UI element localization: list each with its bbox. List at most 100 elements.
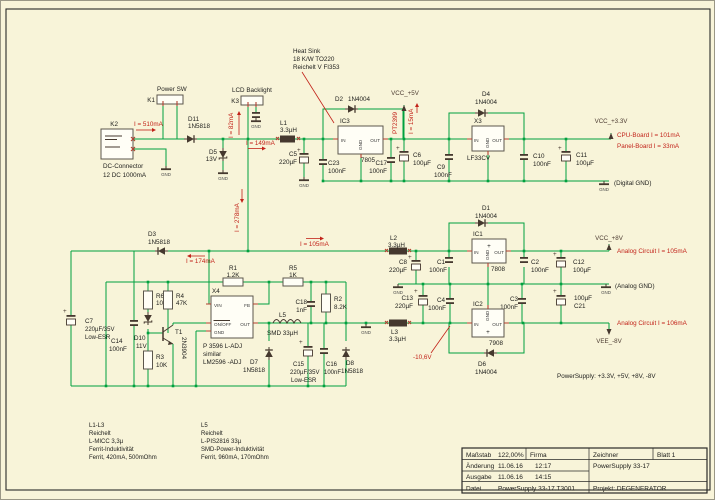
r6-ref: R6 [156, 293, 165, 300]
c17-ref: C17 [375, 160, 387, 167]
component-C10: C10 100nF [520, 153, 551, 168]
label-pt2399: PT2399 [392, 111, 399, 134]
supply-summary: PowerSupply: +3.3V, +5V, +8V, -8V [557, 373, 656, 380]
component-C5: + C5 220µF [279, 147, 309, 166]
component-C7: + C7 220µF/35V Low-ESR [63, 308, 114, 341]
component-IC1: IC1 + IN OUT GND 7808 [467, 231, 511, 273]
tb-projekt: Projekt: DEGENERATOR [593, 486, 667, 493]
note-b3: L-PIS2816 33µ [201, 439, 242, 445]
svg-text:+: + [553, 251, 557, 258]
c15-ref: C15 [293, 362, 305, 368]
component-R6: R6 10K [143, 290, 168, 310]
x3-pin-gnd: GND [485, 137, 490, 148]
ic1-value: 7808 [491, 266, 506, 273]
current-15: I = 15mA [408, 108, 415, 134]
t1-ref: T1 [175, 329, 183, 336]
svg-text:+: + [299, 339, 303, 346]
c16-ref: C16 [326, 362, 338, 368]
tb-firma-label: Firma [530, 452, 547, 459]
tb-datei-label: Datei [466, 486, 481, 493]
c7-ref: C7 [85, 318, 94, 325]
component-C17: C17 100nF [369, 157, 395, 175]
d6-value: 1N4004 [475, 369, 498, 376]
c18-value: 1nF [296, 307, 307, 314]
tb-aenderung-label: Änderung [466, 462, 495, 470]
component-R3: R3 10K [143, 350, 168, 370]
ic2-pin-gnd: GND [485, 310, 490, 321]
ic3-pin-in: IN [341, 138, 346, 143]
ic2-ref: IC2 [473, 301, 483, 308]
component-L3: L3 3.3µH [384, 319, 412, 343]
d2-value: 1N4004 [348, 96, 371, 103]
c4-ref: C4 [437, 297, 446, 304]
svg-text:+: + [297, 147, 301, 154]
component-R2: R2 8.2K [321, 293, 348, 313]
x3-ref: X3 [474, 118, 482, 125]
ic3-ref: IC3 [340, 118, 350, 125]
l3-value: 3.3µH [389, 336, 406, 343]
r3-ref: R3 [156, 354, 165, 361]
net-vcc33: VCC_+3.3V [595, 118, 629, 125]
ic3-pin-gnd: GND [358, 139, 363, 150]
svg-text:+: + [553, 288, 557, 295]
tb-aenderung-date: 11.06.16 [498, 463, 523, 470]
component-C9: C9 100nF [434, 154, 453, 179]
x4-pin-onoff: ON/OFF [214, 322, 232, 327]
component-K2: K2 I = 510mA DC-Connector 12 DC 1000mA [100, 121, 164, 179]
x4-value: P 3596 L-ADJ [203, 343, 242, 350]
c5-ref: C5 [289, 151, 298, 158]
c7-value: 220µF/35V [85, 327, 114, 333]
component-C13: + C13 220µF [395, 288, 428, 310]
component-C3: C3 100nF [500, 296, 526, 311]
svg-text:+: + [408, 254, 412, 261]
net-neg106: -10,6V [413, 354, 432, 361]
ic1-pin-in: IN [474, 250, 479, 255]
component-T1: T1 2N3904 [162, 323, 187, 360]
c21-value: 100µF [574, 295, 592, 302]
l5-value: SMD 33µH [267, 330, 298, 337]
current-105: I = 105mA [300, 241, 330, 248]
tb-project-name: PowerSupply 33-17 [593, 463, 650, 470]
component-C4: C4 100nF [428, 297, 454, 312]
t1-value: 2N3904 [180, 337, 187, 360]
c16-value: 100nF [324, 370, 341, 376]
component-C2: C2 100nF [520, 257, 549, 274]
r2-value: 8.2K [334, 304, 348, 311]
d7-ref: D7 [250, 359, 259, 366]
current-annotations: I = 149mA I = 82mA I = 278mA PT2399 I = … [186, 103, 688, 327]
note-a4: Ferrit-Induktivität [89, 447, 134, 453]
c13-value: 220µF [395, 303, 413, 310]
gnd-symbol [160, 165, 172, 178]
gnd-symbol [298, 176, 310, 189]
svg-text:+: + [414, 288, 418, 295]
component-R4: R4 47K [163, 290, 188, 310]
x4-pin-out: OUT [240, 322, 250, 327]
d5-value: 13V [206, 156, 218, 163]
c12-value: 100µF [573, 267, 591, 274]
component-D8: D8 1N5818 [341, 346, 364, 375]
c6-value: 100µF [413, 160, 431, 167]
tb-aenderung-time: 12:17 [535, 463, 552, 470]
tb-zeichner-label: Zeichner [593, 452, 619, 459]
gnd-symbol [600, 283, 612, 296]
k2-ref: K2 [110, 121, 118, 128]
tb-ausgabe-label: Ausgabe [466, 474, 492, 481]
d8-value: 1N5818 [341, 368, 364, 375]
net-labels: VCC_+5V VCC_+3.3V VCC_+8V VEE_-8V (Digit… [391, 90, 654, 361]
r2-ref: R2 [334, 296, 343, 303]
ic2-pin-in: IN [474, 322, 479, 327]
c17-value: 100nF [369, 168, 387, 175]
x3-pin-out: OUT [492, 138, 502, 143]
net-analog-gnd: (Analog GND) [615, 283, 655, 290]
component-D5: D5 13V [206, 147, 228, 163]
x4-ref: X4 [212, 288, 220, 295]
note-a5: Ferrit, 420mA, 500mOhm [89, 455, 157, 461]
c7-value2: Low-ESR [85, 335, 111, 341]
component-R1: R1 1.2K [222, 265, 244, 287]
ic2-pin-out: OUT [492, 322, 502, 327]
note-a2: Reichelt [89, 431, 111, 437]
c10-ref: C10 [533, 153, 545, 160]
c14-ref: C14 [111, 338, 123, 345]
c3-value: 100nF [500, 304, 518, 311]
tb-ausgabe-date: 11.06.16 [498, 474, 523, 481]
